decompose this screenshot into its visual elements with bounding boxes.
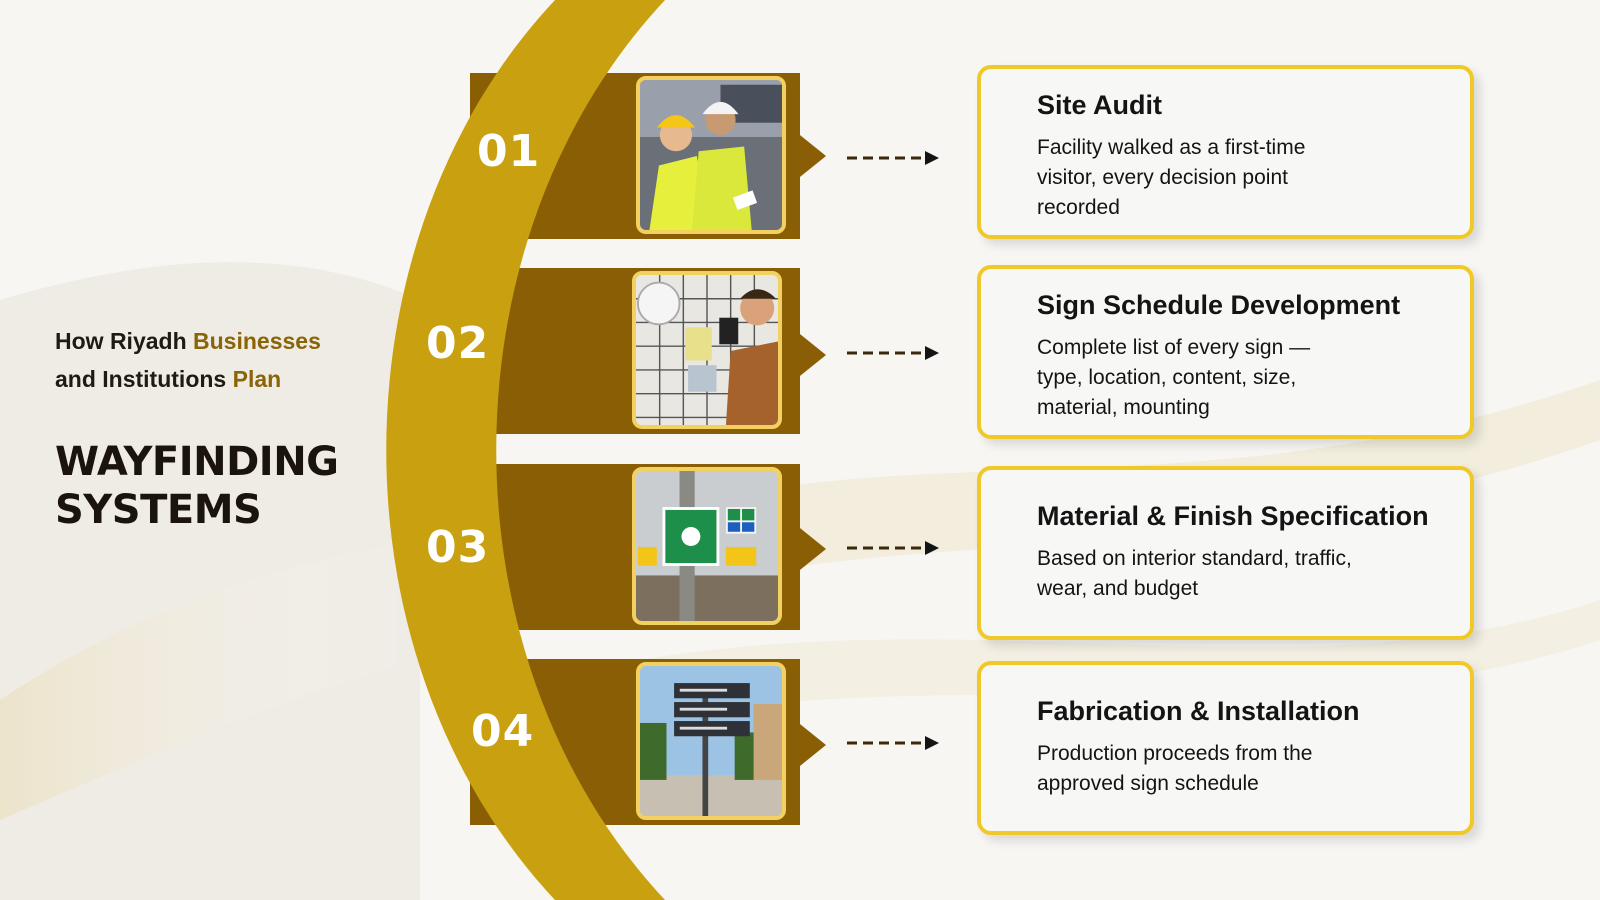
- dashed-arrow-icon: [847, 541, 939, 555]
- step-number-4: 04: [471, 706, 535, 757]
- sign-schedule-photo: [632, 271, 782, 429]
- subtitle-highlight-2: Plan: [232, 366, 282, 392]
- subtitle: How Riyadh Businesses and Institutions P…: [55, 322, 385, 398]
- title-line-1: WAYFINDING: [55, 439, 339, 485]
- step-card-3: Material & Finish Specification Based on…: [977, 466, 1474, 640]
- step-card-description: Production proceeds from the approved si…: [1037, 742, 1313, 795]
- subtitle-highlight-1: Businesses: [193, 328, 321, 354]
- step-card-description: Complete list of every sign — type, loca…: [1037, 336, 1311, 419]
- page-title: WAYFINDING SYSTEMS: [55, 438, 385, 534]
- assembly-point-sign-photo: [632, 467, 782, 625]
- step-card-title: Material & Finish Specification: [1037, 501, 1429, 531]
- step-card-4: Fabrication & Installation Production pr…: [977, 661, 1474, 835]
- step-card-title: Fabrication & Installation: [1037, 696, 1360, 726]
- title-line-2: SYSTEMS: [55, 487, 262, 533]
- step-card-description: Facility walked as a first-time visitor,…: [1037, 136, 1306, 219]
- site-audit-photo: [636, 76, 786, 234]
- step-card-title: Sign Schedule Development: [1037, 290, 1401, 320]
- step-card-2: Sign Schedule Development Complete list …: [977, 265, 1474, 439]
- step-number-1: 01: [477, 126, 541, 177]
- dashed-arrow-icon: [847, 151, 939, 165]
- subtitle-text-1: How Riyadh: [55, 328, 194, 354]
- dashed-arrow-icon: [847, 346, 939, 360]
- dashed-arrow-icon: [847, 736, 939, 750]
- step-card-title: Site Audit: [1037, 90, 1162, 120]
- step-number-3: 03: [426, 522, 490, 573]
- step-number-2: 02: [426, 318, 490, 369]
- gold-arc: [386, 0, 665, 900]
- step-card-1: Site Audit Facility walked as a first-ti…: [977, 65, 1474, 239]
- step-card-description: Based on interior standard, traffic, wea…: [1037, 547, 1352, 600]
- subtitle-text-2: and Institutions: [55, 366, 233, 392]
- street-directional-sign-photo: [636, 662, 786, 820]
